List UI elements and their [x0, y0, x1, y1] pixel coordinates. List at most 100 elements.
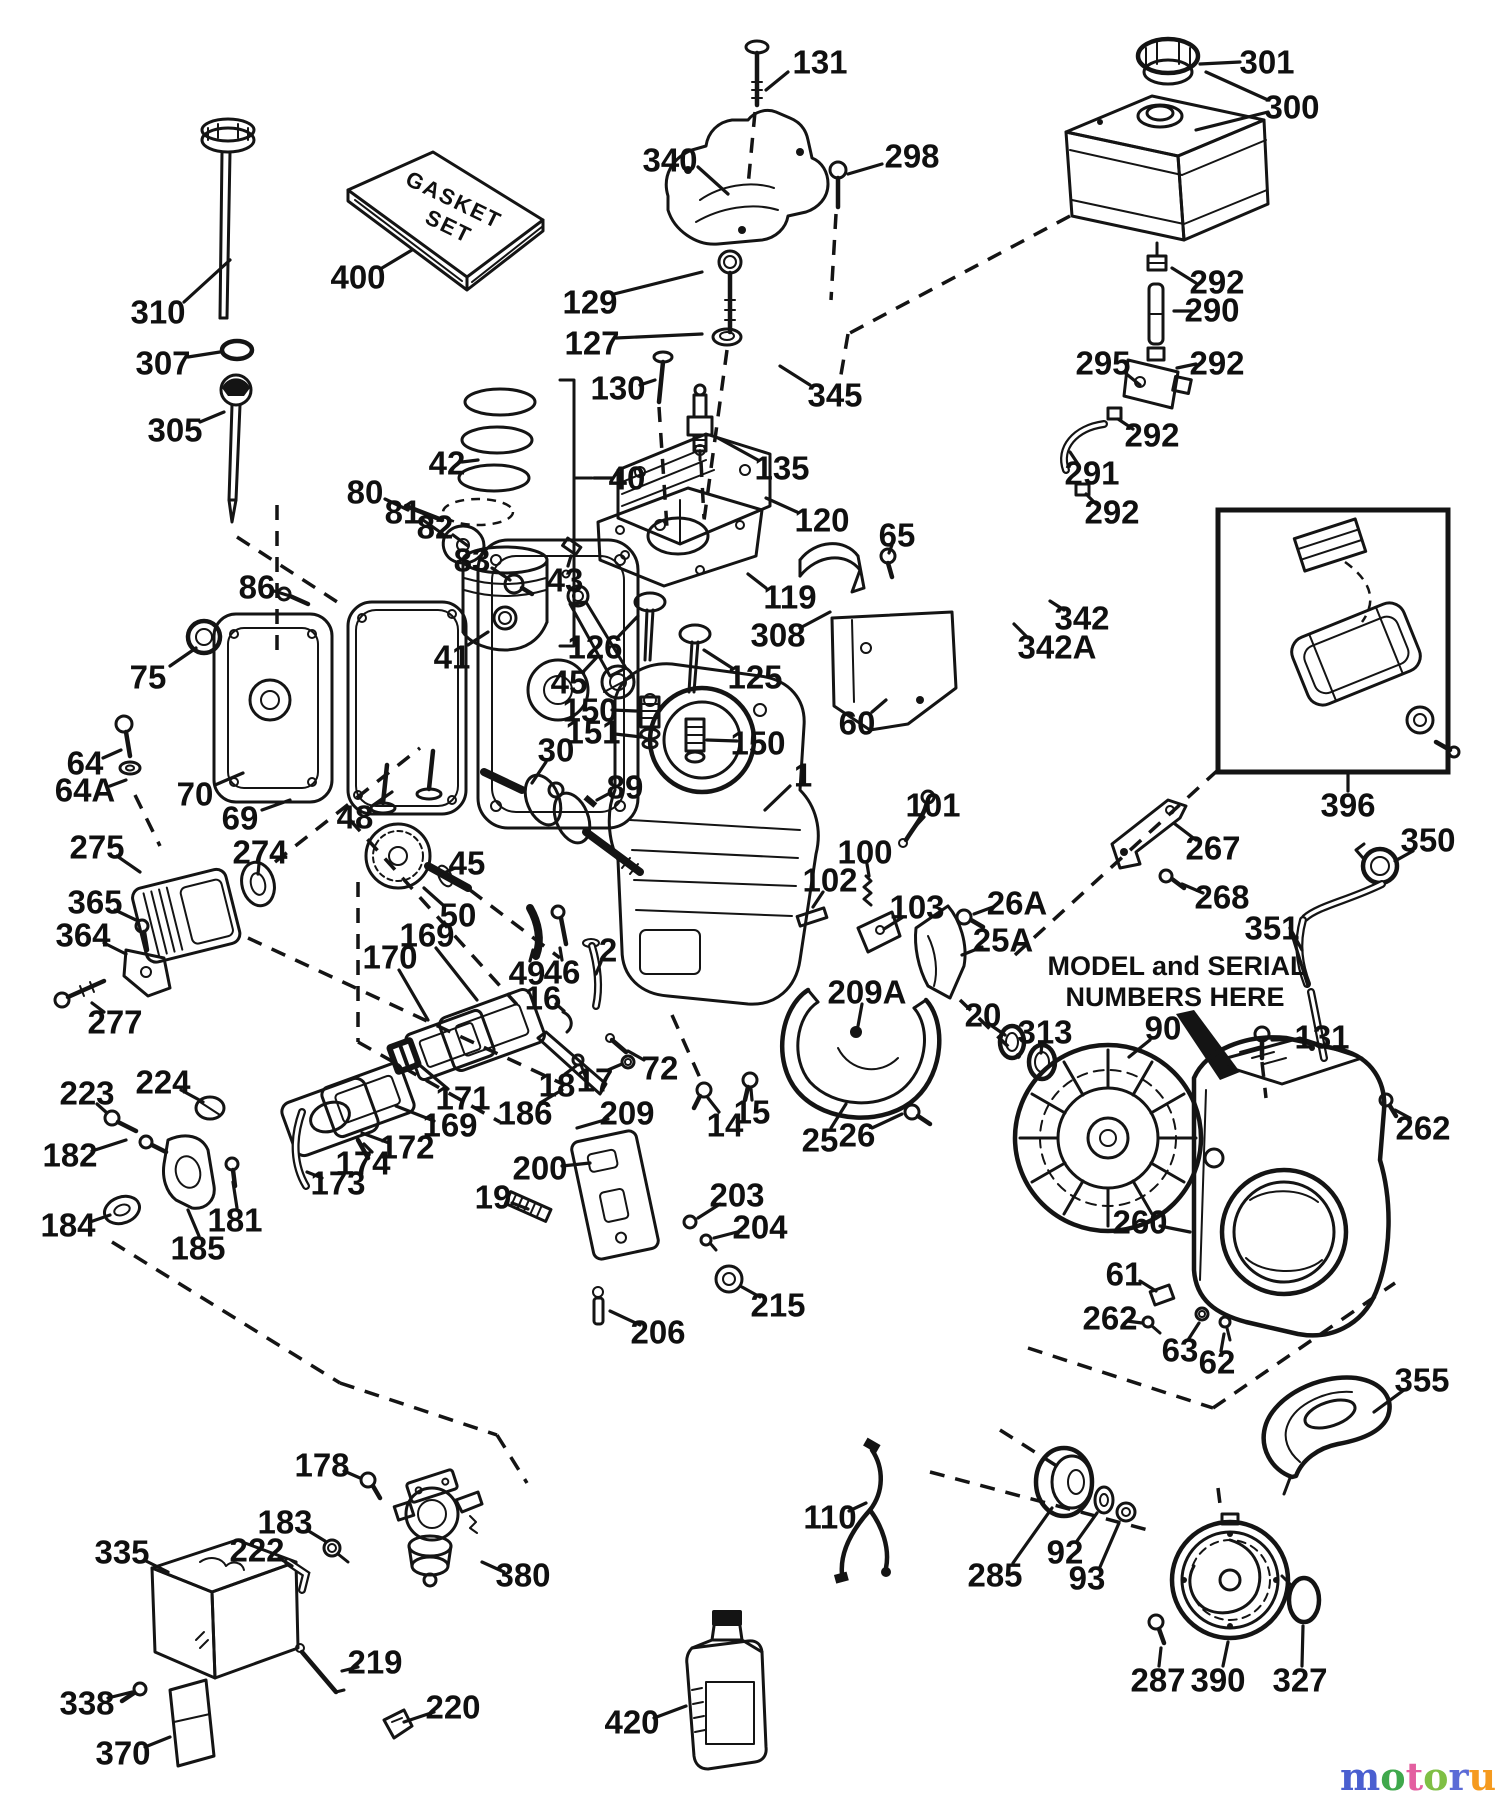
leader-line-41 [466, 630, 490, 647]
head-gasket-119 [596, 486, 764, 588]
leader-line-69 [260, 798, 292, 812]
leader-line-169 [434, 946, 479, 1002]
part-label-62: 62 [1199, 1344, 1236, 1381]
part-label-151: 151 [565, 714, 620, 751]
bolt-86 [276, 586, 311, 607]
oil-dipstick-305 [219, 373, 253, 524]
leader-line-75 [168, 646, 198, 668]
leader-line-370 [143, 1735, 172, 1749]
part-label-64: 64 [67, 745, 104, 782]
bolt-26A [955, 908, 986, 930]
leader-line-25 [829, 1102, 848, 1130]
shield-60 [830, 610, 958, 732]
part-label-209: 209 [599, 1095, 654, 1132]
part-label-301: 301 [1239, 44, 1294, 81]
part-label-351: 351 [1244, 910, 1299, 947]
leader-line-70 [213, 771, 245, 787]
part-label-1: 1 [794, 757, 812, 794]
part-label-15: 15 [734, 1094, 771, 1131]
screw-298 [828, 160, 848, 210]
leader-line-72 [626, 1049, 646, 1062]
bolt-277 [53, 978, 107, 1009]
leader-line-80 [383, 497, 410, 512]
leader-line-89 [595, 791, 612, 802]
leader-line-2 [594, 960, 603, 976]
part-label-215: 215 [750, 1287, 805, 1324]
leader-line-300 [1204, 70, 1270, 102]
leader-line-305 [198, 410, 226, 424]
part-label-101: 101 [905, 787, 960, 824]
oil-dipstick-310 [200, 117, 256, 320]
leader-line-200 [560, 1161, 592, 1168]
leader-line-185 [186, 1208, 201, 1238]
leader-line-267 [1173, 822, 1198, 842]
leader-line-224 [179, 1088, 205, 1104]
valves-125-126 [633, 591, 712, 694]
part-label-310: 310 [130, 294, 185, 331]
part-label-40: 40 [609, 460, 646, 497]
leader-line-126 [615, 614, 640, 640]
leader-line-45 [581, 654, 600, 674]
part-label-219: 219 [347, 1644, 402, 1681]
part-label-287: 287 [1130, 1662, 1185, 1699]
part-label-135: 135 [754, 450, 809, 487]
leader-line-65 [887, 543, 894, 555]
starter-handle-355 [1261, 1375, 1392, 1496]
leader-line-101 [910, 815, 926, 832]
model-serial-arrow [1176, 1010, 1240, 1080]
part-label-50: 50 [440, 897, 477, 934]
leader-line-186 [538, 1088, 564, 1105]
leader-line-25A [960, 945, 984, 957]
model-serial-line2: NUMBERS HERE [1065, 982, 1284, 1012]
part-label-277: 277 [87, 1004, 142, 1041]
governor-arm-parts-72-17-18 [571, 1033, 636, 1080]
leader-line-307 [186, 350, 222, 359]
part-label-131: 131 [792, 44, 847, 81]
wrist-pin-43 [561, 536, 583, 579]
leader-line-125 [702, 648, 734, 670]
screw-338 [119, 1681, 148, 1704]
part-label-340: 340 [642, 142, 697, 179]
bracket-267-268 [1110, 798, 1188, 891]
muffler-gasket-274 [240, 860, 276, 908]
part-label-102: 102 [802, 862, 857, 899]
part-label-183: 183 [257, 1504, 312, 1541]
o-ring-307 [219, 338, 255, 362]
leader-line-209 [575, 1117, 610, 1130]
assembly-dashed-lines [111, 111, 1396, 1532]
leader-line-223 [95, 1102, 109, 1115]
leader-line-287 [1157, 1646, 1163, 1668]
leader-line-178 [342, 1469, 362, 1480]
dipstick-tube-2-16-46-49 [526, 904, 603, 1034]
part-label-45: 45 [449, 845, 486, 882]
screw-65 [879, 547, 897, 580]
part-label-338: 338 [59, 1685, 114, 1722]
part-label-342: 342 [1054, 600, 1109, 637]
leader-line-151 [613, 732, 643, 739]
part-label-295: 295 [1075, 345, 1130, 382]
leader-line-335 [142, 1558, 170, 1574]
ring-327 [1280, 1574, 1322, 1625]
leader-line-380 [480, 1560, 506, 1574]
screws-14-15 [691, 1071, 759, 1111]
part-label-119: 119 [763, 579, 816, 616]
muffler-275 [131, 867, 242, 964]
leader-line-292 [1170, 266, 1198, 285]
leader-line-26 [870, 1112, 904, 1130]
leader-line-277 [90, 1001, 106, 1014]
cover-gasket-69 [346, 600, 468, 816]
part-label-42: 42 [429, 445, 466, 482]
part-label-335: 335 [94, 1534, 149, 1571]
leader-line-215 [740, 1285, 762, 1299]
grommet-350-tube-351 [1295, 842, 1400, 1062]
decal-370 [168, 1678, 216, 1768]
recoil-starter-390 [1169, 1512, 1291, 1641]
leader-line-300 [1194, 110, 1270, 132]
part-label-170: 170 [362, 939, 417, 976]
part-label-292: 292 [1189, 345, 1244, 382]
crankcase-cover-70 [212, 612, 334, 804]
part-label-396: 396 [1320, 787, 1375, 824]
part-label-390: 390 [1190, 1662, 1245, 1699]
leader-line-181 [231, 1180, 239, 1210]
